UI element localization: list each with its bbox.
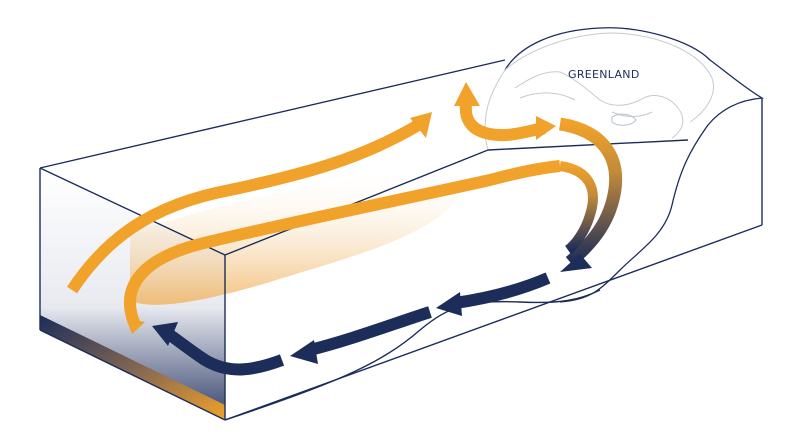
- cold-current-segment-1: [454, 272, 551, 309]
- warm-arrowhead-upper: [410, 112, 432, 138]
- greenland-label: GREENLAND: [568, 68, 640, 81]
- warm-water-wedge: [130, 164, 464, 305]
- sinking-current: [558, 117, 622, 267]
- cold-currents: [166, 272, 551, 376]
- warm-current-lower: [124, 160, 561, 328]
- greenland-cliff: [484, 69, 506, 151]
- warm-current-upper: [66, 118, 424, 294]
- warm-arrowhead-hook-right: [536, 116, 556, 140]
- cold-arrowheads: [152, 254, 592, 364]
- greenland-terrain: [504, 27, 765, 303]
- greenland-ice-dome: [504, 32, 714, 123]
- sinking-current-inner: [559, 161, 598, 255]
- cold-arrowhead-sink: [560, 254, 592, 272]
- warm-arrowheads: [126, 82, 556, 334]
- warm-current-hook: [459, 93, 546, 142]
- cold-current-segment-2: [308, 306, 432, 356]
- greenland-landmass: [484, 27, 765, 303]
- cold-current-segment-3: [166, 330, 285, 376]
- box-left-bottom-strip: [40, 315, 225, 420]
- greenland-island: [611, 113, 637, 126]
- warm-currents: [66, 93, 561, 328]
- warm-arrowhead-lower-start: [126, 318, 145, 334]
- cold-arrowhead-3: [290, 340, 318, 364]
- cold-arrowhead-4: [152, 322, 178, 346]
- cold-arrowhead-2: [436, 292, 462, 316]
- warm-arrowhead-hook-up: [454, 82, 480, 106]
